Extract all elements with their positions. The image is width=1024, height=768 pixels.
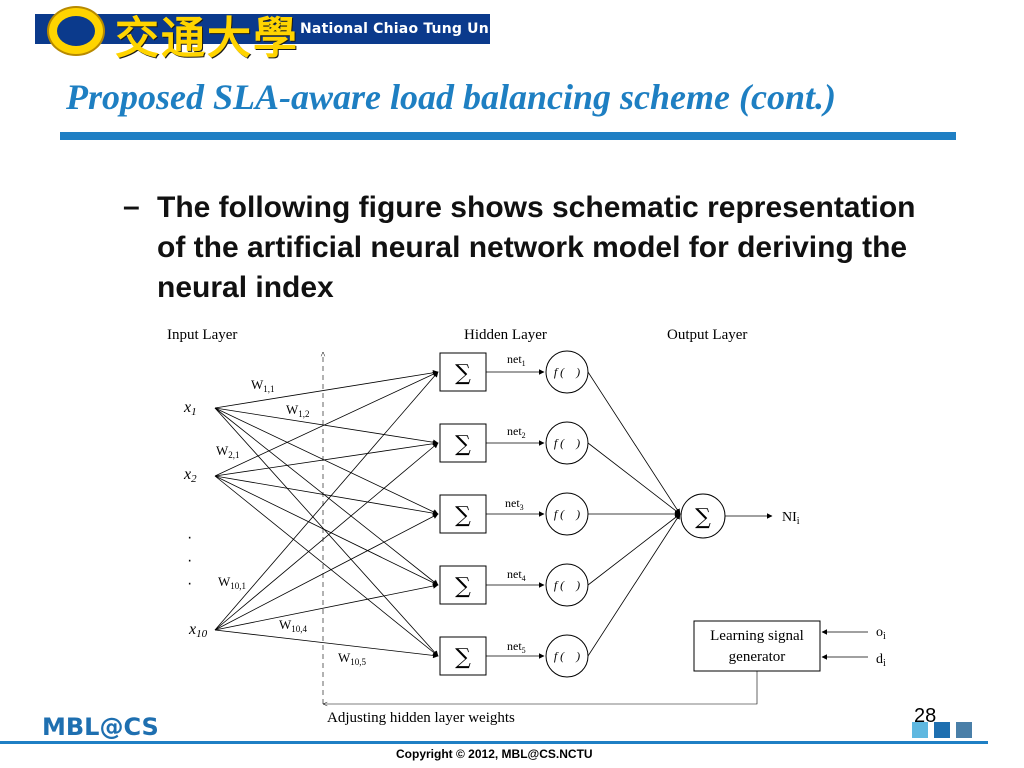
hidden-layer-label: Hidden Layer xyxy=(464,327,547,343)
sum-symbol: ∑ xyxy=(455,432,471,457)
sum-symbol: ∑ xyxy=(455,645,471,670)
input-layer-label: Input Layer xyxy=(167,327,237,343)
hidden-sum-nodes xyxy=(439,352,487,676)
sum-node xyxy=(439,565,487,605)
weight-w1-2: W1,2 xyxy=(286,402,310,419)
weight-w1-1: W1,1 xyxy=(251,377,275,394)
activation-label: f ( ) xyxy=(554,507,580,521)
feedback-path xyxy=(323,671,758,704)
net5-label: net5 xyxy=(507,639,526,655)
bullet-marker: – xyxy=(123,190,140,223)
sum-symbol: ∑ xyxy=(455,503,471,528)
footer-brand: MBL@CS xyxy=(42,713,159,741)
ellipsis-dot: · xyxy=(187,552,192,569)
activation-label: f ( ) xyxy=(554,578,580,592)
weight-w10-1: W10,1 xyxy=(218,574,246,591)
slide-title: Proposed SLA-aware load balancing scheme… xyxy=(66,77,836,117)
university-chinese-name: 交通大學 xyxy=(115,13,299,64)
output-layer-label: Output Layer xyxy=(667,327,747,343)
learning-box-line2: generator xyxy=(729,649,786,665)
activation-label: f ( ) xyxy=(554,436,580,450)
sum-symbol: ∑ xyxy=(455,361,471,386)
weight-w10-5: W10,5 xyxy=(338,650,367,667)
title-divider xyxy=(60,132,956,140)
output-ni-label: NIi xyxy=(782,510,800,527)
input-hidden-connections xyxy=(214,370,439,659)
net1-label: net1 xyxy=(507,352,526,368)
ellipsis-dot: · xyxy=(187,529,192,546)
university-seal-icon xyxy=(47,6,105,56)
input-x1: x1 xyxy=(183,399,197,418)
net4-label: net4 xyxy=(507,567,526,583)
activation-label: f ( ) xyxy=(554,365,580,379)
output-sum-symbol: ∑ xyxy=(695,505,711,530)
footer-divider xyxy=(0,741,988,744)
feedback-label: Adjusting hidden layer weights xyxy=(327,710,515,726)
deco-square xyxy=(956,722,972,738)
activation-label: f ( ) xyxy=(554,649,580,663)
weight-w10-4: W10,4 xyxy=(279,617,308,634)
input-x2: x2 xyxy=(183,466,197,485)
oi-label: oi xyxy=(876,625,886,642)
bullet-text: The following figure shows schematic rep… xyxy=(157,191,916,304)
sum-node xyxy=(439,636,487,676)
weight-w2-1: W2,1 xyxy=(216,443,240,460)
sum-node xyxy=(439,352,487,392)
university-english-name: National Chiao Tung University xyxy=(300,21,550,37)
deco-square xyxy=(912,722,928,738)
page-number: 28 xyxy=(914,705,937,727)
ellipsis-dot: · xyxy=(187,575,192,592)
net2-label: net2 xyxy=(507,424,526,440)
net3-label: net3 xyxy=(505,496,524,512)
input-x10: x10 xyxy=(188,621,208,640)
learning-signal-generator xyxy=(693,620,821,672)
sum-node xyxy=(439,494,487,534)
deco-square xyxy=(934,722,950,738)
learning-box-line1: Learning signal xyxy=(710,628,804,644)
sum-symbol: ∑ xyxy=(455,574,471,599)
university-banner xyxy=(35,14,490,44)
copyright-text: Copyright © 2012, MBL@CS.NCTU xyxy=(396,747,593,761)
di-label: di xyxy=(876,652,886,669)
